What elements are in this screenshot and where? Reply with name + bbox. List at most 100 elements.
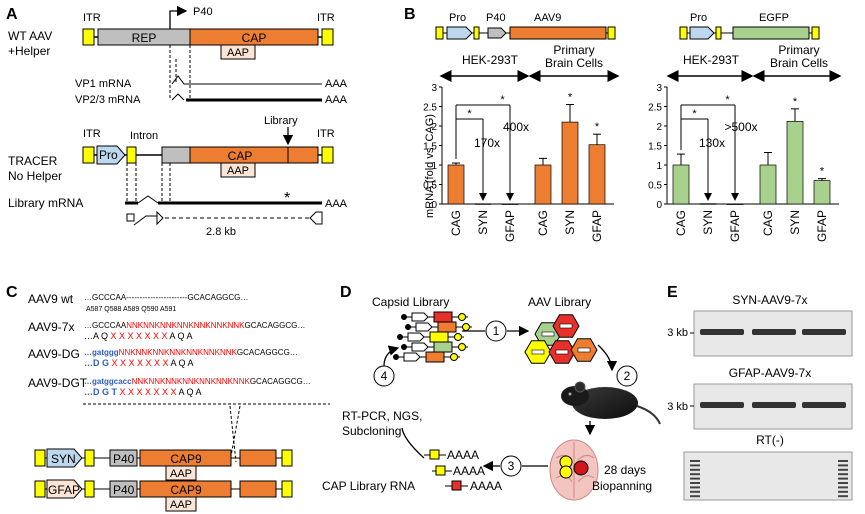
c-syn-cap9-label: CAP9 xyxy=(170,452,202,466)
vp23-splice xyxy=(171,93,185,101)
ladder-band xyxy=(838,490,848,493)
tracer-itr-left xyxy=(82,146,95,164)
rna1-aaaa: AAAA xyxy=(447,448,479,462)
plasmid-library xyxy=(393,311,472,363)
d-aav-library: AAV Library xyxy=(528,295,591,309)
y-tick-label: 1.5 xyxy=(648,142,662,153)
b-left-primary2: Brain Cells xyxy=(545,56,603,70)
b-left-hek: HEK-293T xyxy=(462,53,519,67)
aap-label: AAP xyxy=(227,47,249,59)
d-step-3 xyxy=(500,455,522,477)
mouse-tail xyxy=(636,405,661,425)
ladder-band xyxy=(838,482,848,484)
b-left-aav9 xyxy=(509,26,607,40)
tracer-gray xyxy=(161,146,191,164)
c-aa-line: …D G T X X X X X X X A Q A xyxy=(84,387,202,397)
e-gel2-label: GFAP-AAV9-7x xyxy=(729,366,811,380)
ladder-band xyxy=(838,477,848,480)
dna-ladder xyxy=(690,460,848,498)
b-right-primary1: Primary xyxy=(778,43,819,57)
c-syn-itr2 xyxy=(281,449,293,467)
vp1-mrna-line xyxy=(171,75,322,85)
y-tick-label: 0 xyxy=(431,200,437,211)
plasmid-promoter xyxy=(403,352,421,362)
d-step-2-label: 2 xyxy=(624,369,631,383)
ladder-band xyxy=(838,464,848,467)
primer-square xyxy=(126,213,135,222)
plasmid-insert xyxy=(425,351,445,363)
c-row-name: AAV9-DG xyxy=(28,347,80,361)
c-syn-arrow xyxy=(46,448,83,468)
rep-label: REP xyxy=(132,31,157,45)
fold-label-gfap: 400x xyxy=(503,120,529,134)
sig-star: * xyxy=(725,94,730,106)
y-tick-label: 0.5 xyxy=(648,181,662,192)
fold-label-syn: 130x xyxy=(699,136,725,150)
pro-arrow xyxy=(96,145,126,165)
panel-e-letter: E xyxy=(667,284,678,301)
wt-itr-left xyxy=(82,28,95,46)
gel2-band-3 xyxy=(802,402,846,408)
gel-3 xyxy=(683,451,853,501)
bar xyxy=(474,203,492,205)
x-tick-label: SYN xyxy=(788,210,802,235)
c-gfap-aap-label: AAP xyxy=(170,499,192,511)
capsid-genome xyxy=(559,323,573,329)
x-tick-label: GFAP xyxy=(503,210,517,242)
d-cap-rna-label: CAP Library RNA xyxy=(322,479,415,493)
b-aav9-label: AAV9 xyxy=(534,12,561,24)
d-rtpcr-2: Subcloning xyxy=(342,424,401,438)
p40-label: P40 xyxy=(193,6,213,18)
bar xyxy=(561,121,579,205)
y-tick-label: 2 xyxy=(431,122,437,133)
d-arrow-2 xyxy=(597,344,618,372)
aav-capsids xyxy=(524,314,598,364)
c-seq-line: …gatgggNNKNNKNNKNNKNNKNNKNNKGCACAGGCG… xyxy=(84,348,298,357)
x-tick-label: SYN xyxy=(476,210,490,235)
plasmid-promoter xyxy=(411,342,429,352)
p40-promoter-arrow xyxy=(169,5,188,29)
y-tick-label: 3 xyxy=(656,83,662,94)
y-tick-label: 2 xyxy=(656,122,662,133)
ladder-band xyxy=(690,490,700,493)
d-step-3-label: 3 xyxy=(508,459,515,473)
brain-hex-red xyxy=(573,460,589,476)
x-tick-label: CAG xyxy=(761,210,775,236)
b-right-itr2 xyxy=(811,26,820,40)
y-tick-label: 0 xyxy=(656,200,662,211)
c-aa-line: …A Q X X X X X X X A Q A xyxy=(84,331,193,341)
d-arrow-4 xyxy=(383,345,400,367)
plasmid-ori xyxy=(458,343,466,351)
b-left-y xyxy=(473,26,480,40)
c-syn-p40 xyxy=(109,449,138,467)
bar xyxy=(786,120,804,205)
c-syn-aap-label: AAP xyxy=(170,468,192,480)
d-step-2 xyxy=(616,365,638,387)
vp23-label: VP2/3 mRNA xyxy=(75,94,141,106)
plasmid-ori xyxy=(450,353,458,361)
sig-star: * xyxy=(500,94,505,106)
primer-fwd-arrow xyxy=(156,210,164,226)
bar xyxy=(672,164,690,205)
b-left-p40 xyxy=(487,27,507,39)
capsid-genome xyxy=(541,331,555,337)
brain-hex-y2 xyxy=(559,465,573,479)
b-left-itr1 xyxy=(435,26,444,40)
d-rtpcr-1: RT-PCR, NGS, xyxy=(342,409,422,423)
itr-right-label-2: ITR xyxy=(317,128,335,140)
d-step-4-label: 4 xyxy=(381,369,388,383)
tracer-itr-right xyxy=(321,146,334,164)
sequence-block: AAV9 wtAAV9-7xAAV9-DGAAV9-DGT…GCCCAA----… xyxy=(28,292,311,397)
c-zoom-dash-2 xyxy=(229,405,241,463)
y-tick-label: 0.5 xyxy=(423,181,437,192)
c-wt-seq: …GCCCAA-----------------------GCACAGGCG… xyxy=(84,293,248,302)
library-mrna-label: Library mRNA xyxy=(8,196,83,210)
tracer-cap-box xyxy=(189,146,319,164)
ladder-band xyxy=(690,477,700,480)
e-gel2-kb: 3 kb xyxy=(667,401,688,413)
d-step-1 xyxy=(485,320,507,342)
panel-c-letter: C xyxy=(6,284,18,301)
